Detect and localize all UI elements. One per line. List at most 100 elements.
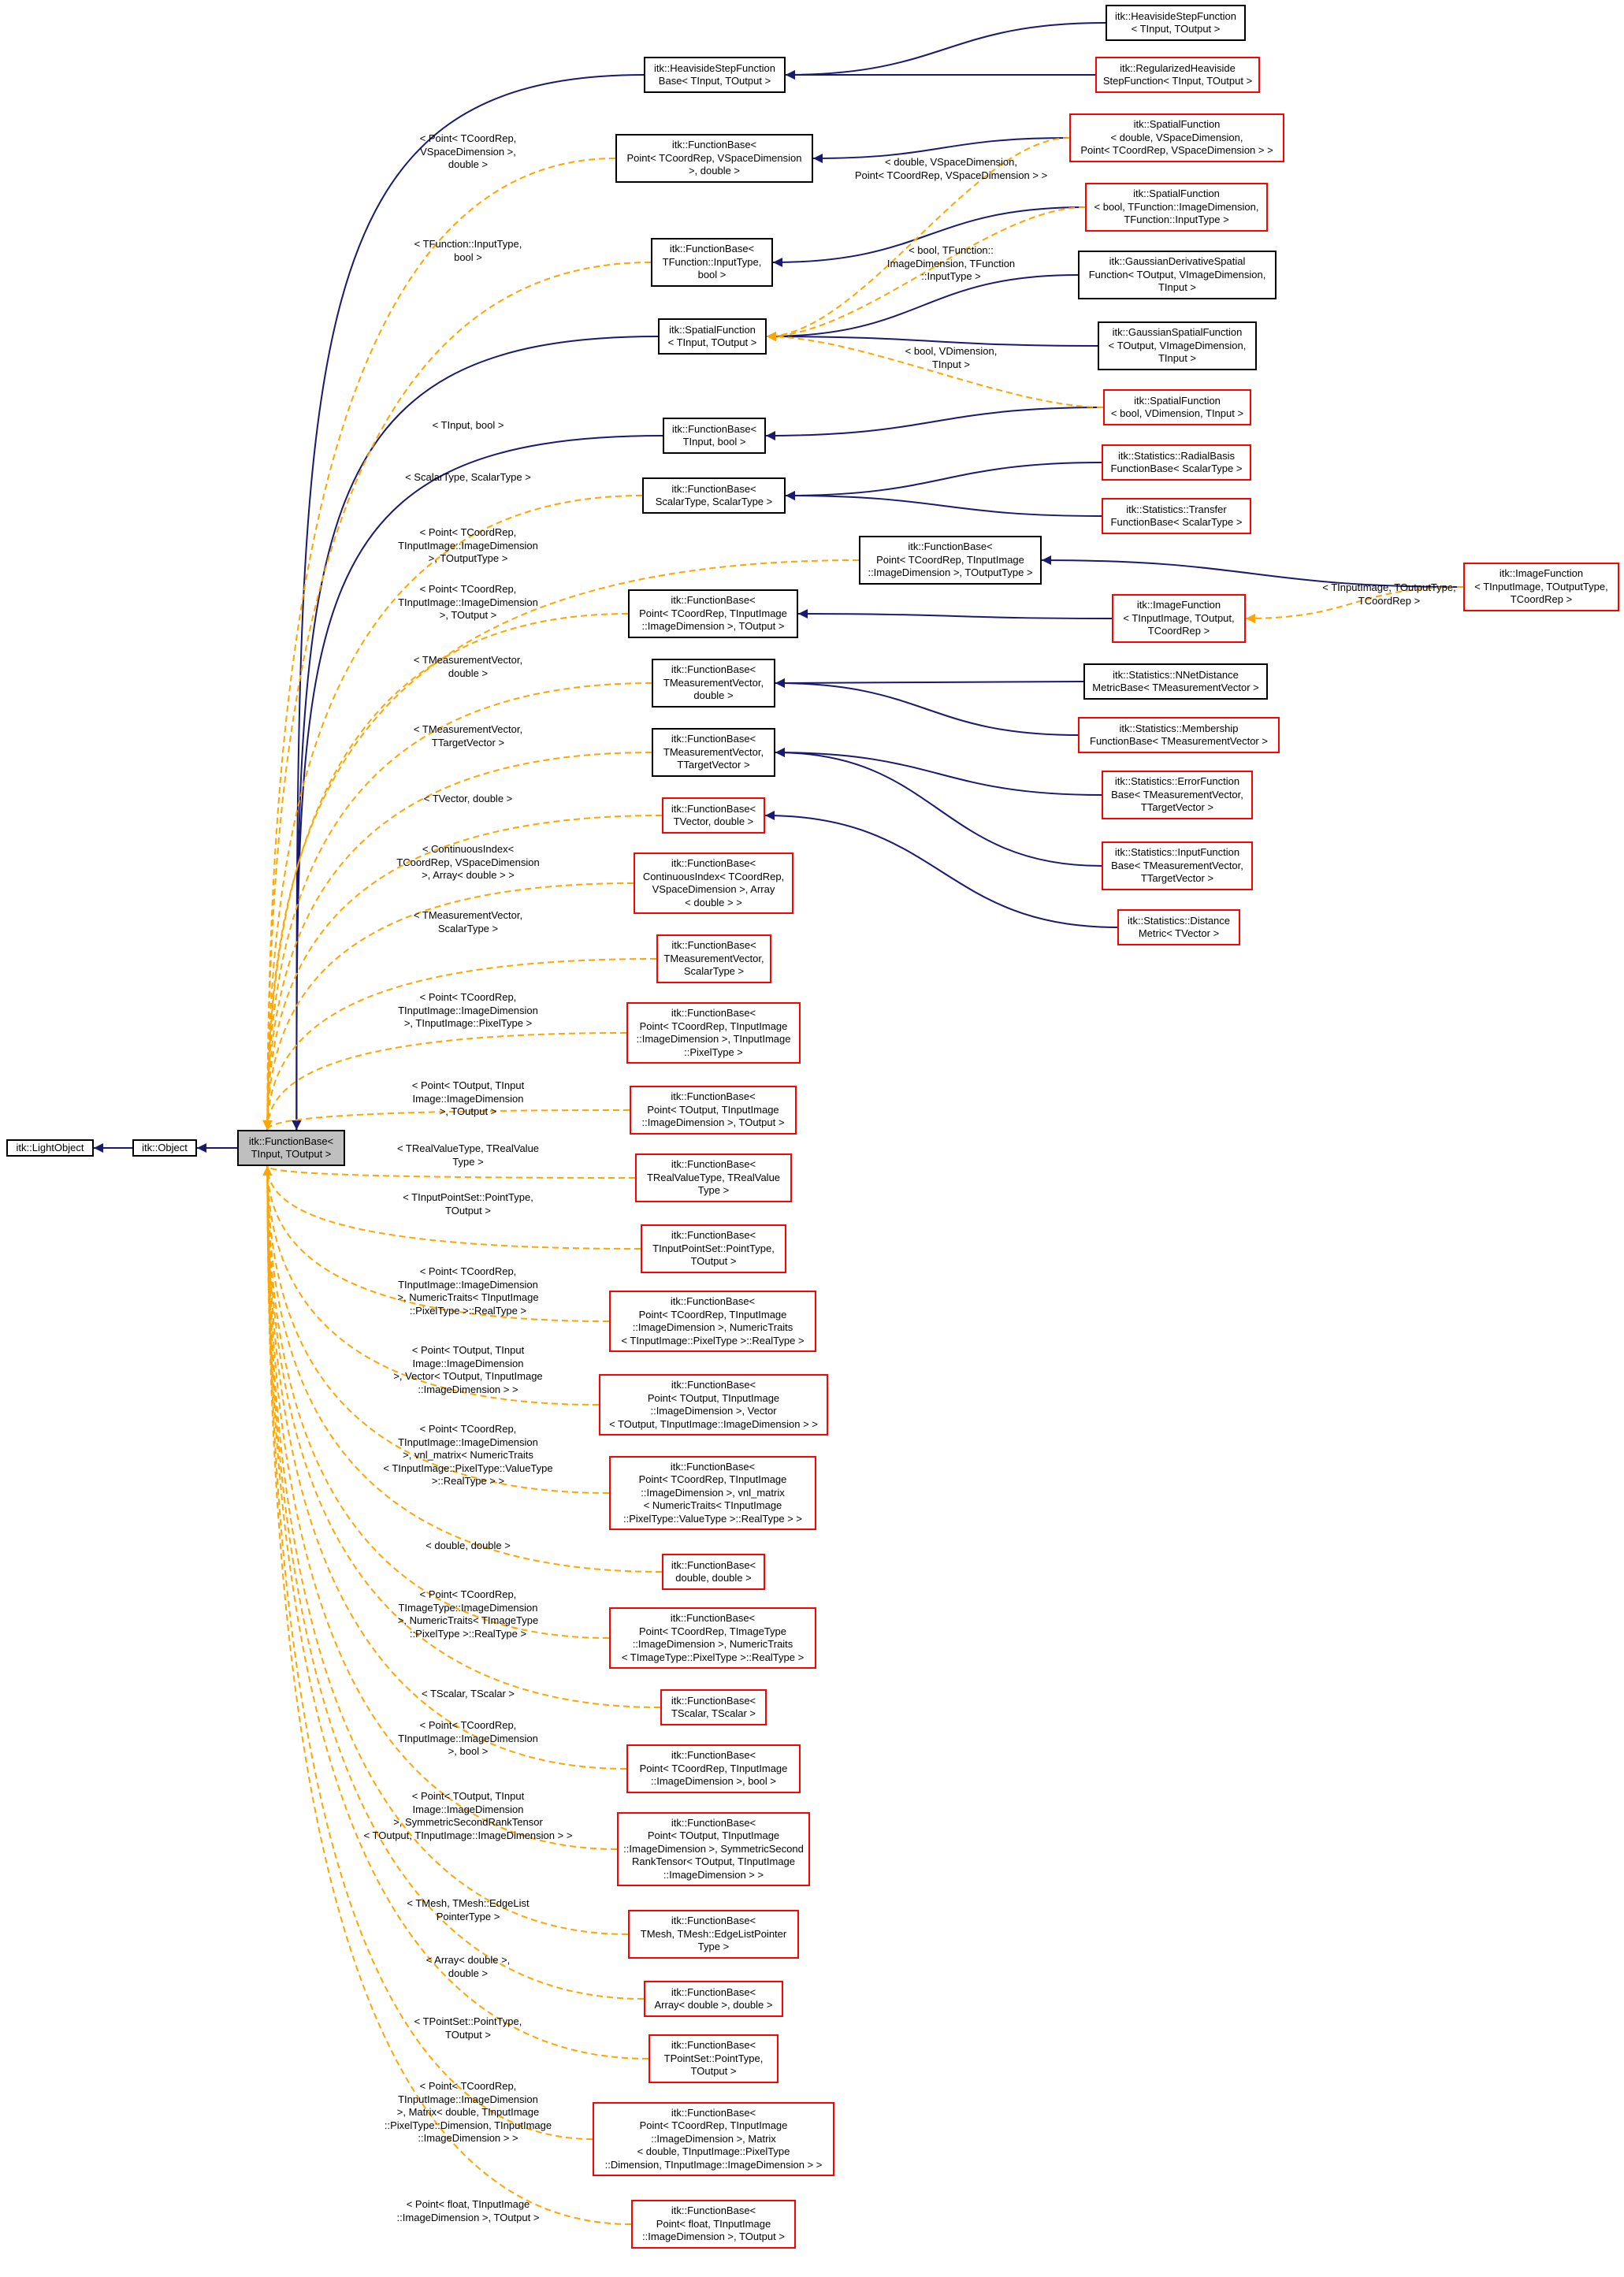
class-node-text: itk::FunctionBase< — [671, 733, 756, 745]
class-node-fb-point-realtype[interactable]: itk::FunctionBase<Point< TCoordRep, TInp… — [609, 1291, 816, 1352]
template-instantiation-edge — [262, 1165, 627, 1770]
class-node-text: VSpaceDimension >, Array — [652, 883, 775, 895]
class-node-fb-meas-double[interactable]: itk::FunctionBase<TMeasurementVector,dou… — [652, 659, 775, 708]
class-node-text: TInput, bool > — [682, 436, 746, 448]
class-node-text: itk::FunctionBase< — [671, 139, 757, 151]
edge-label-text: TInputImage::ImageDimension — [398, 1278, 538, 1291]
class-node-fb-point-timg[interactable]: itk::FunctionBase<Point< TCoordRep, TIma… — [609, 1607, 816, 1669]
class-node-fb-array[interactable]: itk::FunctionBase<Array< double >, doubl… — [644, 1981, 783, 2017]
class-node-focus[interactable]: itk::FunctionBase<TInput, TOutput > — [237, 1130, 345, 1166]
class-node-sf-bool-vdim[interactable]: itk::SpatialFunction< bool, VDimension, … — [1103, 389, 1251, 425]
class-node-text: itk::GaussianSpatialFunction — [1112, 326, 1243, 339]
class-node-fb-point-img-out[interactable]: itk::FunctionBase<Point< TCoordRep, TInp… — [628, 589, 798, 638]
class-node-text: itk::FunctionBase< — [671, 1090, 756, 1103]
class-node-fb-contidx[interactable]: itk::FunctionBase<ContinuousIndex< TCoor… — [634, 852, 793, 914]
edge-label-point-pixel: < Point< TCoordRep,TInputImage::ImageDim… — [398, 991, 538, 1031]
class-node-fb-point-vector[interactable]: itk::FunctionBase<Point< TOutput, TInput… — [599, 1374, 828, 1436]
class-node-fb-tinput-bool[interactable]: itk::FunctionBase<TInput, bool > — [663, 418, 766, 454]
template-instantiation-edge — [262, 1165, 610, 1639]
edge-label-text: ::ImageDimension > > — [418, 1383, 518, 1395]
class-node-sf-bool-tfunc[interactable]: itk::SpatialFunction< bool, TFunction::I… — [1085, 183, 1268, 232]
class-node-gsf[interactable]: itk::GaussianSpatialFunction< TOutput, V… — [1098, 321, 1257, 370]
class-node-text: itk::FunctionBase< — [671, 1915, 756, 1927]
class-node-fb-realvalue[interactable]: itk::FunctionBase<TRealValueType, TRealV… — [635, 1153, 792, 1202]
class-node-fb-scalar[interactable]: itk::FunctionBase<ScalarType, ScalarType… — [642, 477, 786, 514]
class-node-fb-meas-target[interactable]: itk::FunctionBase<TMeasurementVector,TTa… — [652, 728, 775, 777]
class-node-text: < TInputImage::PixelType >::RealType > — [621, 1334, 805, 1347]
class-node-fb-point-vnl[interactable]: itk::FunctionBase<Point< TCoordRep, TInp… — [609, 1456, 816, 1530]
class-node-fb-point-img-outtype[interactable]: itk::FunctionBase<Point< TCoordRep, TInp… — [859, 536, 1042, 585]
class-node-fb-point-vsd-double[interactable]: itk::FunctionBase<Point< TCoordRep, VSpa… — [615, 134, 813, 183]
template-instantiation-edge — [262, 1165, 610, 1494]
class-node-sf[interactable]: itk::SpatialFunction< TInput, TOutput > — [658, 318, 767, 355]
class-node-text: < TInputImage, TOutput, — [1123, 611, 1235, 624]
class-node-if-out[interactable]: itk::ImageFunction< TInputImage, TOutput… — [1112, 594, 1246, 643]
edge-label-text: < TVector, double > — [423, 793, 513, 804]
class-node-text: itk::Statistics::RadialBasis — [1117, 449, 1236, 462]
edge-label-text: < Point< float, TInputImage — [406, 2198, 530, 2210]
class-node-text: itk::Object — [142, 1141, 188, 1153]
class-node-text: itk::FunctionBase< — [671, 939, 756, 952]
class-node-if-outtype[interactable]: itk::ImageFunction< TInputImage, TOutput… — [1463, 563, 1619, 611]
class-node-fb-tscalar[interactable]: itk::FunctionBase<TScalar, TScalar > — [660, 1689, 767, 1725]
class-node-fb-point-matrix[interactable]: itk::FunctionBase<Point< TCoordRep, TInp… — [593, 2102, 834, 2176]
class-node-text: TInput, TOutput > — [251, 1148, 332, 1160]
class-node-fb-pointout-out[interactable]: itk::FunctionBase<Point< TOutput, TInput… — [630, 1086, 797, 1135]
edge-label-tpointset: < TPointSet::PointType,TOutput > — [414, 2015, 522, 2041]
class-node-hsf[interactable]: itk::HeavisideStepFunction< TInput, TOut… — [1106, 5, 1246, 41]
edge-label-text: ::ImageDimension > > — [418, 2132, 518, 2144]
edge-label-text: >, Matrix< double, TInputImage — [396, 2106, 540, 2118]
class-node-object[interactable]: itk::Object — [132, 1139, 197, 1157]
class-node-fb-point-pixel[interactable]: itk::FunctionBase<Point< TCoordRep, TInp… — [626, 1002, 801, 1064]
class-node-fb-point-bool[interactable]: itk::FunctionBase<Point< TCoordRep, TInp… — [626, 1744, 801, 1793]
class-node-text: ::ImageDimension >, TOutputType > — [868, 566, 1033, 579]
class-node-fb-tfunc-bool[interactable]: itk::FunctionBase<TFunction::InputType,b… — [651, 238, 773, 287]
edge-label-text: < Point< TCoordRep, — [419, 991, 517, 1003]
class-node-fb-pointfloat[interactable]: itk::FunctionBase<Point< float, TInputIm… — [631, 2200, 796, 2249]
class-node-text: itk::FunctionBase< — [671, 2039, 756, 2052]
edge-label-text: >, SymmetricSecondRankTensor — [393, 1816, 543, 1828]
template-instantiation-edge — [262, 752, 652, 1131]
edge-label-tinput-bool: < TInput, bool > — [433, 419, 504, 433]
class-node-fb-point-symm[interactable]: itk::FunctionBase<Point< TOutput, TInput… — [617, 1812, 810, 1886]
class-node-fb-pointset-out[interactable]: itk::FunctionBase<TInputPointSet::PointT… — [641, 1224, 786, 1273]
edge-label-tscalar: < TScalar, TScalar > — [422, 1688, 515, 1701]
class-node-fb-tmesh[interactable]: itk::FunctionBase<TMesh, TMesh::EdgeList… — [628, 1910, 799, 1959]
template-instantiation-edge — [262, 1165, 600, 1406]
edge-label-text: ::PixelType >::RealType > — [409, 1304, 527, 1317]
inheritance-edge — [775, 678, 1079, 736]
class-node-text: TPointSet::PointType, — [663, 2052, 764, 2064]
class-node-fb-meas-scalar[interactable]: itk::FunctionBase<TMeasurementVector,Sca… — [656, 934, 771, 983]
class-node-fb-tpointset[interactable]: itk::FunctionBase<TPointSet::PointType,T… — [648, 2034, 779, 2083]
edge-label-sf-bool-tfunc: < bool, TFunction::ImageDimension, TFunc… — [887, 244, 1015, 284]
edge-label-text: TInputImage::ImageDimension — [398, 1436, 538, 1448]
class-node-sf-double[interactable]: itk::SpatialFunction< double, VSpaceDime… — [1069, 113, 1284, 162]
class-node-text: TCoordRep > — [1147, 625, 1210, 637]
edge-label-text: >, Array< double > > — [422, 869, 515, 881]
class-node-lightobject[interactable]: itk::LightObject — [6, 1139, 94, 1157]
class-node-fb-double-double[interactable]: itk::FunctionBase<double, double > — [662, 1554, 765, 1590]
class-node-text: itk::Statistics::Distance — [1127, 914, 1231, 927]
class-node-text: itk::HeavisideStepFunction — [1115, 9, 1236, 22]
edge-label-tfunc-bool: < TFunction::InputType,bool > — [414, 238, 522, 264]
class-node-text: Point< TOutput, TInputImage — [647, 1103, 779, 1116]
class-node-fb-tvector[interactable]: itk::FunctionBase<TVector, double > — [662, 797, 765, 834]
edge-label-text: >, NumericTraits< TImageType — [397, 1614, 539, 1626]
edge-label-text: < TMeasurementVector, — [413, 654, 523, 666]
inheritance-edge — [785, 462, 1102, 500]
template-instantiation-edge — [262, 1165, 618, 1850]
template-instantiation-edge — [262, 613, 629, 1131]
class-node-text: < TOutput, VImageDimension, — [1108, 339, 1247, 351]
edge-label-text: < Point< TCoordRep, — [419, 132, 517, 144]
template-instantiation-edge — [262, 158, 616, 1131]
